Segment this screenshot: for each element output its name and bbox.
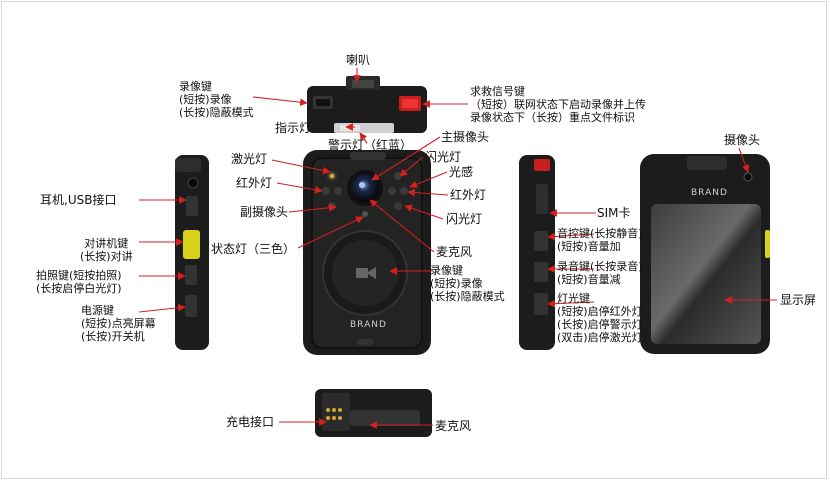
label-ptt-key: 对讲机键 (长按)对讲: [80, 237, 133, 263]
device-right-side: [519, 155, 555, 350]
label-ir-right: 红外灯: [450, 188, 487, 202]
brand-front: BRAND: [350, 320, 387, 330]
label-status-light: 状态灯（三色）: [211, 242, 296, 256]
device-left-side: [175, 155, 209, 350]
label-light-key: 灯光键 (短按)启停红外灯 (长按)启停警示灯 (双击)启停激光灯）: [557, 292, 654, 344]
label-flash-bottom: 闪光灯: [446, 212, 483, 226]
label-flash-top: 闪光灯: [425, 150, 462, 164]
label-light-sensor: 光感: [449, 165, 474, 179]
label-mic-bottom: 麦克风: [435, 419, 472, 433]
label-sim: SIM卡: [597, 206, 631, 220]
label-ir-left: 红外灯: [236, 176, 273, 190]
label-speaker: 喇叭: [346, 53, 371, 67]
label-indicator: 指示灯: [275, 121, 312, 135]
label-charge-port: 充电接口: [226, 415, 275, 429]
label-main-camera: 主摄像头: [441, 130, 490, 144]
label-photo-key: 拍照键(短按拍照) (长按启停白光灯): [36, 269, 122, 295]
label-screen: 显示屏: [780, 293, 817, 307]
label-back-camera: 摄像头: [724, 133, 761, 147]
label-record-key: 录像键 (短按)录像 (长按)隐蔽模式: [179, 80, 254, 119]
label-earphone-usb: 耳机,USB接口: [40, 193, 117, 207]
label-audio-key: 录音键(长按录音) (短按)音量减: [557, 260, 643, 286]
label-warning-light: 警示灯（红蓝）: [328, 138, 413, 152]
label-sos-key: 求救信号键 （短按）联网状态下启动录像并上传 录像状态下（长按）重点文件标识: [470, 85, 646, 124]
brand-back: BRAND: [691, 188, 728, 198]
leader-lines: [138, 68, 777, 429]
label-sub-camera: 副摄像头: [240, 205, 289, 219]
label-laser: 激光灯: [231, 152, 268, 166]
label-volume-up: 音控键(长按静音) (短按)音量加: [557, 227, 643, 253]
device-bottom-view: [315, 389, 432, 437]
label-power-key: 电源键 (短按)点亮屏幕 (长按)开关机: [81, 304, 156, 343]
device-top-view: [307, 76, 427, 133]
label-record-key-front: 录像键 (短按)录像 (长按)隐蔽模式: [430, 264, 505, 303]
label-mic-front: 麦克风: [436, 245, 473, 259]
device-back-view: [640, 154, 770, 354]
